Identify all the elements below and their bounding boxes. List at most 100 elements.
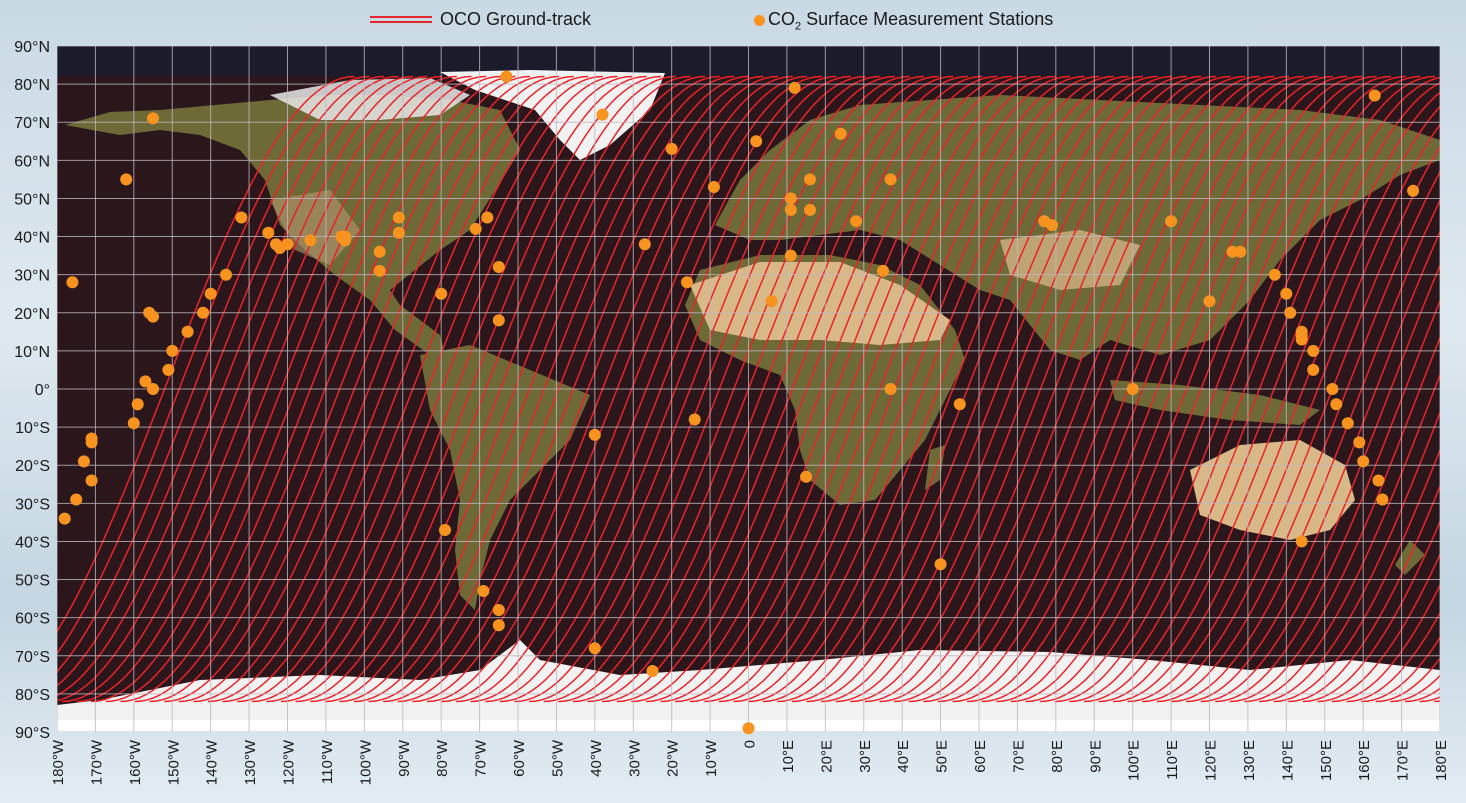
station-marker [742, 722, 755, 735]
lat-label: 10°S [15, 420, 50, 437]
station-marker [788, 81, 801, 94]
lat-label: 30°S [15, 496, 50, 513]
lon-label: 40°W [588, 739, 605, 777]
ground-track-line [1302, 519, 1440, 703]
station-marker [500, 70, 513, 83]
station-marker [1165, 215, 1178, 228]
lon-label: 50°E [934, 740, 951, 773]
ground-track-line [1273, 448, 1440, 703]
station-marker [147, 383, 159, 395]
station-marker [492, 604, 505, 616]
station-marker [373, 264, 386, 277]
station-marker [1357, 455, 1370, 468]
station-marker [127, 417, 140, 430]
station-marker [147, 112, 159, 125]
lat-label: 80°N [14, 77, 50, 94]
lat-label: 40°S [15, 534, 50, 551]
station-marker [765, 295, 778, 308]
land-north-america-west [270, 190, 360, 265]
lat-label: 60°N [14, 153, 50, 170]
lon-label: 20°W [665, 739, 682, 777]
lon-label: 70°E [1010, 740, 1027, 773]
ground-track-line [1288, 484, 1440, 703]
lon-label: 20°E [818, 740, 835, 773]
lon-label: 170°E [1395, 740, 1412, 781]
lon-label: 50°W [549, 739, 566, 777]
station-marker [120, 173, 133, 186]
station-marker [139, 375, 152, 388]
lat-label: 90°N [14, 39, 50, 56]
station-marker [235, 211, 248, 224]
station-marker [1307, 344, 1320, 357]
station-marker [1326, 383, 1339, 395]
land-se-asia [1110, 380, 1320, 425]
station-marker [492, 619, 505, 632]
lon-label: 60°E [972, 740, 989, 773]
station-marker [646, 665, 659, 677]
station-marker [220, 268, 232, 281]
station-marker [162, 363, 175, 376]
lon-label: 0 [742, 740, 759, 748]
lon-label: 160°E [1356, 740, 1373, 781]
station-marker [800, 470, 813, 483]
ground-track-line [1331, 583, 1440, 703]
ground-track-line [1317, 552, 1440, 703]
lon-label: 180°W [50, 739, 67, 785]
latitude-labels: 90°N80°N70°N60°N50°N40°N30°N20°N10°N0°10… [14, 39, 50, 742]
station-marker [469, 222, 482, 235]
station-marker [1234, 245, 1247, 258]
station-dot-icon [754, 15, 765, 27]
station-marker [77, 455, 90, 468]
lon-label: 100°E [1126, 740, 1143, 781]
station-marker [784, 249, 797, 262]
lat-label: 20°S [15, 458, 50, 475]
station-marker [1330, 398, 1343, 411]
lon-label: 120°W [281, 739, 298, 785]
graticule [57, 46, 1440, 732]
station-marker [804, 173, 816, 186]
station-marker [85, 474, 98, 487]
lon-label: 90°W [396, 739, 413, 777]
station-marker [281, 238, 294, 251]
lon-label: 170°W [88, 739, 105, 785]
lat-label: 0° [35, 382, 50, 399]
station-marker [166, 344, 179, 357]
station-marker [1368, 89, 1381, 102]
station-marker [884, 173, 897, 186]
station-marker [1280, 287, 1293, 300]
station-marker [1353, 436, 1366, 449]
station-marker [339, 230, 352, 243]
lat-label: 90°S [15, 725, 50, 742]
land-madagascar [925, 445, 945, 490]
lat-label: 70°S [15, 649, 50, 666]
station-marker [1126, 383, 1139, 395]
station-marker [953, 398, 966, 411]
lon-label: 70°W [473, 739, 490, 777]
station-marker [262, 226, 275, 239]
station-marker [784, 192, 797, 205]
legend-label-stations: CO2 Surface Measurement Stations [768, 9, 1054, 33]
ground-track-line [1259, 410, 1440, 703]
ground-track-line [1346, 611, 1440, 703]
lat-label: 40°N [14, 230, 50, 247]
station-marker [131, 398, 144, 411]
lon-label: 30°W [626, 739, 643, 777]
station-marker [392, 226, 405, 239]
lat-label: 50°N [14, 191, 50, 208]
station-marker [439, 524, 451, 536]
station-marker [58, 512, 71, 525]
ground-track-line [1361, 636, 1440, 703]
station-marker [197, 306, 209, 319]
lon-label: 130°W [242, 739, 259, 785]
station-marker [1341, 417, 1354, 430]
station-marker [804, 203, 816, 216]
station-marker [392, 211, 405, 224]
lon-label: 80°W [434, 739, 451, 777]
lon-label: 140°W [204, 739, 221, 785]
lat-label: 80°S [15, 687, 50, 704]
lon-label: 150°E [1318, 740, 1335, 781]
station-marker [596, 108, 609, 121]
lon-label: 140°E [1279, 740, 1296, 781]
lat-label: 20°N [14, 306, 50, 323]
